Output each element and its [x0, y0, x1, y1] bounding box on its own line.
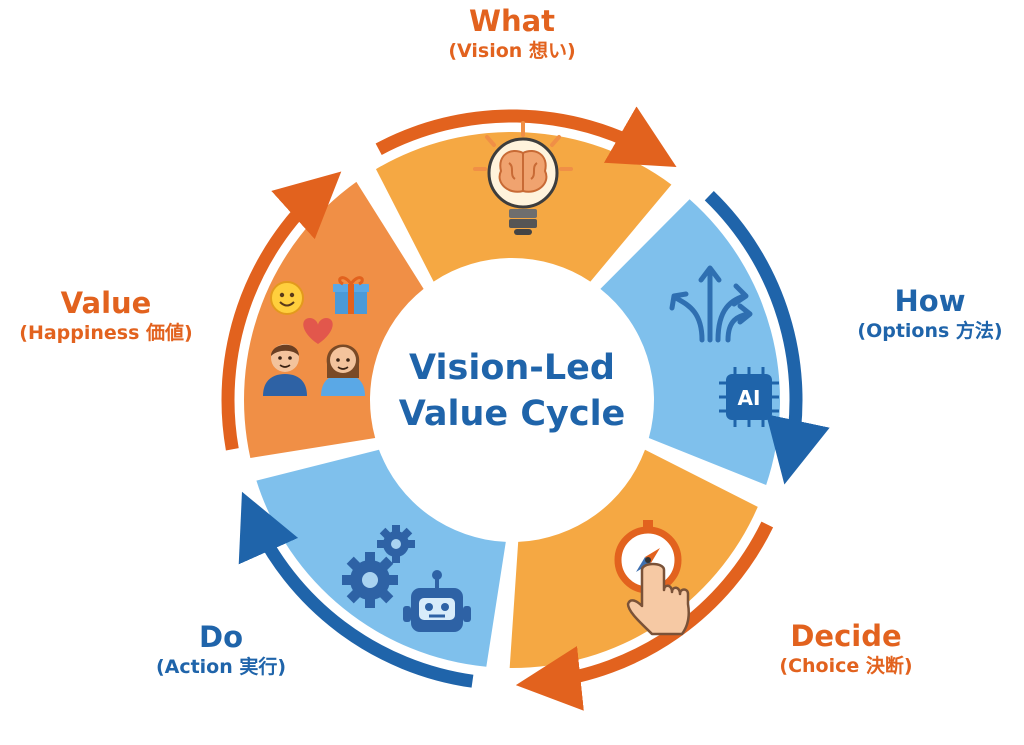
center-disc	[372, 260, 652, 540]
stage-subtitle-do: (Action 実行)	[155, 656, 287, 678]
ai-chip-label: AI	[738, 386, 761, 410]
robot-icon	[403, 570, 471, 632]
stage-subtitle-decide: (Choice 決断)	[779, 655, 913, 677]
stage-label-what: What (Vision 想い)	[412, 4, 612, 64]
stage-title-decide: Decide	[790, 619, 902, 653]
lightbulb-brain-icon	[473, 121, 573, 235]
stage-subtitle-how: (Options 方法)	[857, 320, 1003, 342]
gears-icon	[342, 525, 415, 608]
stage-title-what: What	[468, 4, 556, 38]
gift-icon	[333, 276, 369, 314]
stage-title-value: Value	[60, 286, 152, 320]
center-title-line1: Vision-Led	[409, 348, 615, 388]
stage-title-how: How	[894, 284, 966, 318]
stage-subtitle-what: (Vision 想い)	[448, 40, 576, 62]
stage-subtitle-value: (Happiness 価値)	[19, 322, 193, 344]
stage-label-value: Value (Happiness 価値)	[0, 286, 212, 346]
cycle-arrow-what	[375, 106, 677, 168]
cycle-arrow-how	[704, 191, 830, 485]
smiley-icon	[270, 281, 304, 315]
heart-icon	[303, 318, 333, 344]
center-title-line2: Value Cycle	[398, 394, 626, 434]
people-icon	[263, 344, 365, 396]
center-title: Vision-Led Value Cycle	[362, 345, 662, 437]
stage-title-do: Do	[199, 620, 243, 654]
ai-chip-icon: AI	[719, 367, 779, 427]
stage-label-do: Do (Action 実行)	[126, 620, 316, 680]
cycle-arrow-do	[238, 491, 474, 688]
branching-arrows-icon	[669, 265, 753, 343]
compass-pointing-hand-icon	[614, 520, 690, 636]
stage-label-decide: Decide (Choice 決断)	[748, 619, 944, 679]
stage-label-how: How (Options 方法)	[840, 284, 1020, 344]
cycle-arrow-value	[221, 171, 342, 451]
